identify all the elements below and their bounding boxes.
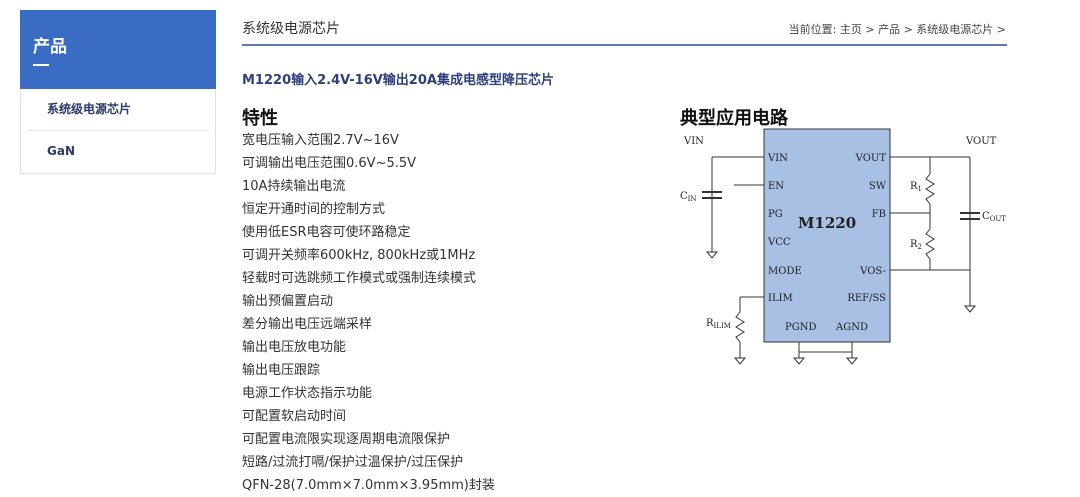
pin-label: VCC [767, 237, 791, 248]
breadcrumb-products-link[interactable]: 产品 [878, 23, 901, 36]
feature-item: 可配置软启动时间 [242, 409, 347, 424]
vout-label: VOUT [965, 136, 997, 147]
breadcrumb-separator: > [903, 23, 913, 36]
sidebar: 产品 系统级电源芯片 GaN [20, 10, 216, 174]
feature-item: 可配置电流限实现逐周期电流限保护 [242, 432, 451, 447]
pin-label: ILIM [768, 293, 793, 304]
r2-label: R2 [910, 239, 922, 251]
breadcrumb-prefix: 当前位置: [788, 23, 837, 36]
pin-label: PG [768, 209, 783, 220]
pin-label: VIN [767, 153, 788, 164]
feature-item: 输出预偏置启动 [242, 294, 334, 309]
pin-label: EN [768, 181, 784, 192]
pin-label: VOUT [855, 153, 887, 164]
feature-item: 轻载时可选跳频工作模式或强制连续模式 [242, 271, 477, 286]
feature-item: 短路/过流打嗝/保护过温保护/过压保护 [242, 455, 464, 470]
pin-label: PGND [785, 322, 816, 333]
sidebar-item-gan[interactable]: GaN [27, 130, 209, 171]
feature-item: 电源工作状态指示功能 [242, 386, 373, 401]
pin-label: SW [869, 181, 887, 192]
feature-item: 差分输出电压远端采样 [242, 317, 373, 332]
breadcrumb-current-link[interactable]: 系统级电源芯片 [916, 23, 994, 36]
sidebar-item-power-chip[interactable]: 系统级电源芯片 [47, 102, 132, 116]
circuit-heading: 典型应用电路 [680, 108, 788, 129]
feature-item: 可调输出电压范围0.6V~5.5V [242, 156, 417, 171]
breadcrumb-home-link[interactable]: 主页 [839, 23, 862, 36]
feature-item: 使用低ESR电容可使环路稳定 [242, 225, 411, 240]
breadcrumb: 当前位置: 主页 > 产品 > 系统级电源芯片 > [789, 21, 1006, 37]
features-list: 宽电压输入范围2.7V~16V 可调输出电压范围0.6V~5.5V 10A持续输… [242, 129, 495, 497]
header-divider [242, 44, 1007, 46]
breadcrumb-separator: > [865, 23, 875, 36]
cout-label: COUT [982, 211, 1006, 223]
sidebar-header: 产品 [20, 10, 216, 89]
pin-label: VOS- [859, 266, 886, 277]
feature-item: 宽电压输入范围2.7V~16V [242, 133, 399, 148]
application-circuit-diagram: M1220 VIN EN PG VCC MODE ILIM VOUT SW FB… [680, 128, 1006, 365]
sidebar-title: 产品 [33, 37, 67, 57]
section-title: 系统级电源芯片 [242, 21, 340, 37]
r1-label: R1 [910, 181, 922, 193]
pin-label: FB [872, 209, 886, 220]
cin-label: CIN [680, 191, 697, 203]
feature-item: QFN-28(7.0mm×7.0mm×3.95mm)封装 [242, 478, 495, 493]
feature-item: 10A持续输出电流 [242, 179, 346, 194]
vin-label: VIN [683, 136, 704, 147]
pin-label: AGND [835, 322, 868, 333]
pin-label: REF/SS [847, 293, 886, 304]
chip-name: M1220 [798, 214, 856, 232]
sidebar-menu: 系统级电源芯片 GaN [20, 89, 216, 174]
rilim-label: RILIM [706, 318, 731, 330]
feature-item: 输出电压跟踪 [242, 363, 321, 378]
feature-item: 输出电压放电功能 [242, 340, 347, 355]
feature-item: 可调开关频率600kHz, 800kHz或1MHz [242, 248, 476, 263]
sidebar-title-underline [33, 64, 49, 66]
pin-label: MODE [768, 266, 802, 277]
product-title: M1220输入2.4V-16V输出20A集成电感型降压芯片 [242, 73, 554, 88]
breadcrumb-separator: > [996, 23, 1006, 36]
chip-body [763, 128, 891, 343]
features-heading: 特性 [242, 108, 278, 129]
feature-item: 恒定开通时间的控制方式 [242, 202, 386, 217]
